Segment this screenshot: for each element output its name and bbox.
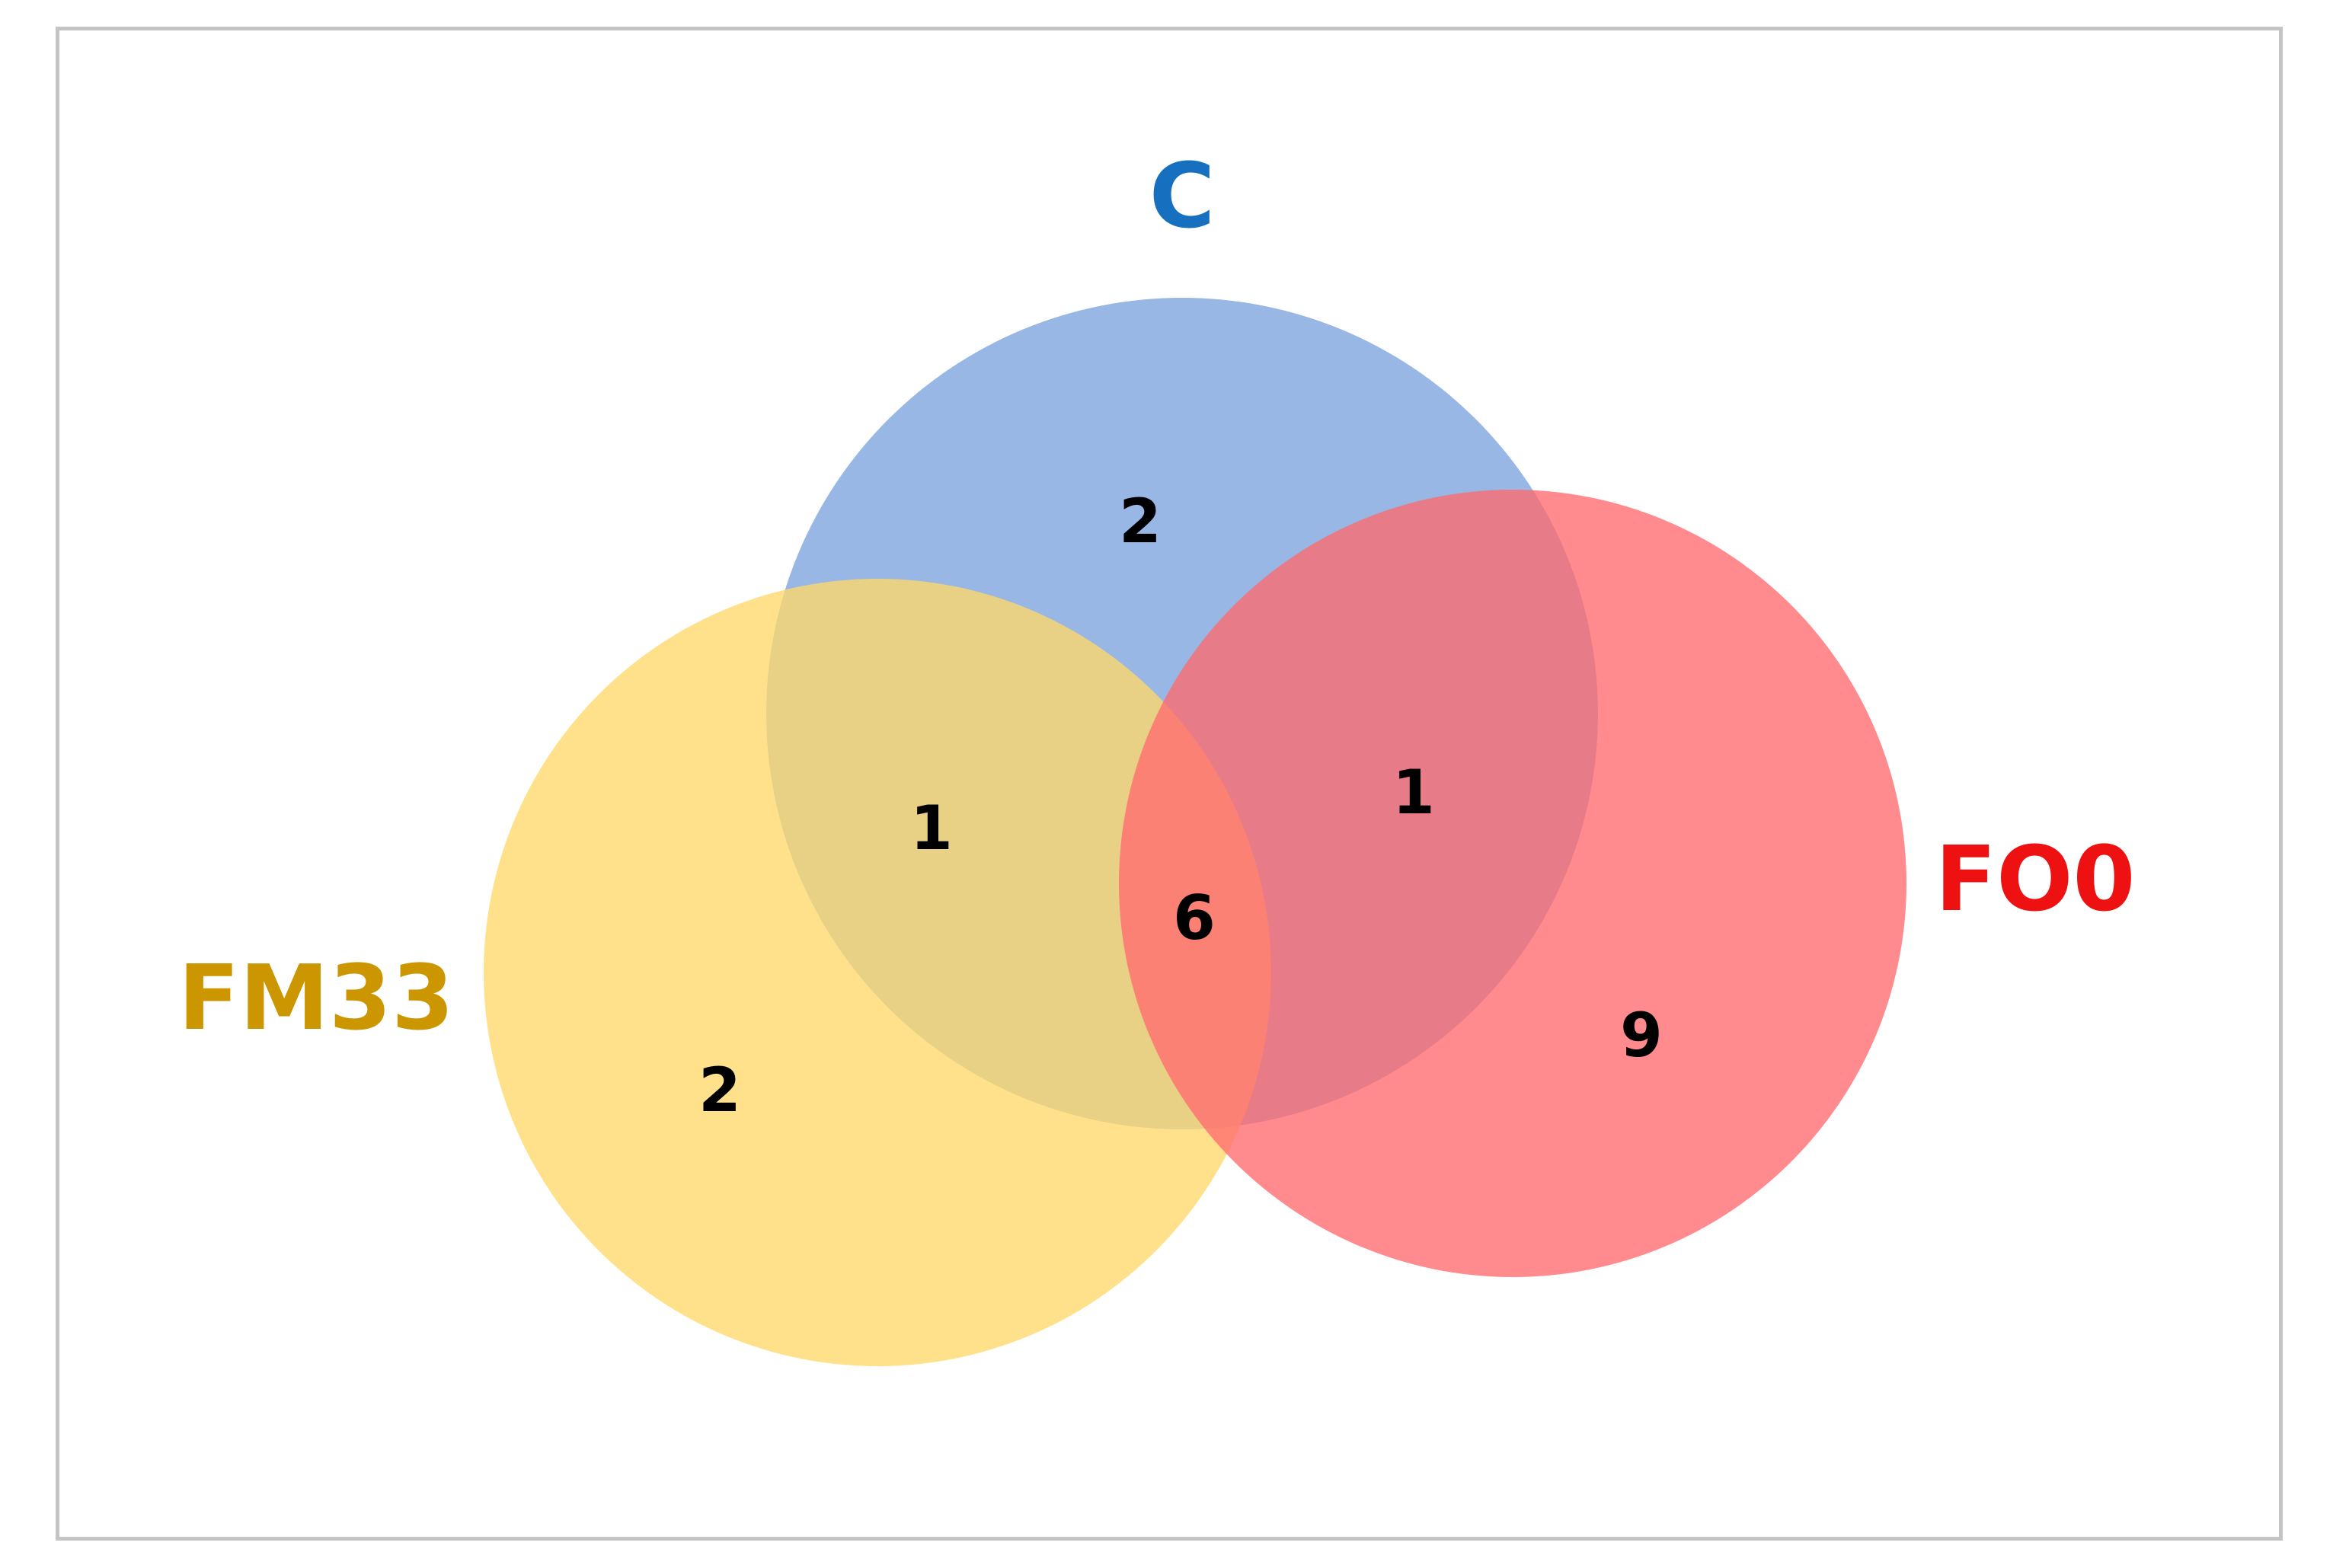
set-label-c: C	[1149, 143, 1216, 248]
region-count-all: 6	[1173, 883, 1216, 953]
set-label-fm33: FM33	[178, 945, 454, 1050]
region-count-c-only: 2	[1119, 486, 1162, 557]
set-label-fo0: FO0	[1935, 826, 2135, 931]
region-count-fm33-only: 2	[698, 1055, 741, 1126]
region-count-fo0-only: 9	[1620, 1000, 1663, 1071]
region-count-c-fo0: 1	[1392, 757, 1435, 828]
set-circle-fm33	[484, 579, 1271, 1366]
region-count-c-fm33: 1	[910, 793, 953, 864]
set-circle-fo0	[1119, 490, 1906, 1277]
